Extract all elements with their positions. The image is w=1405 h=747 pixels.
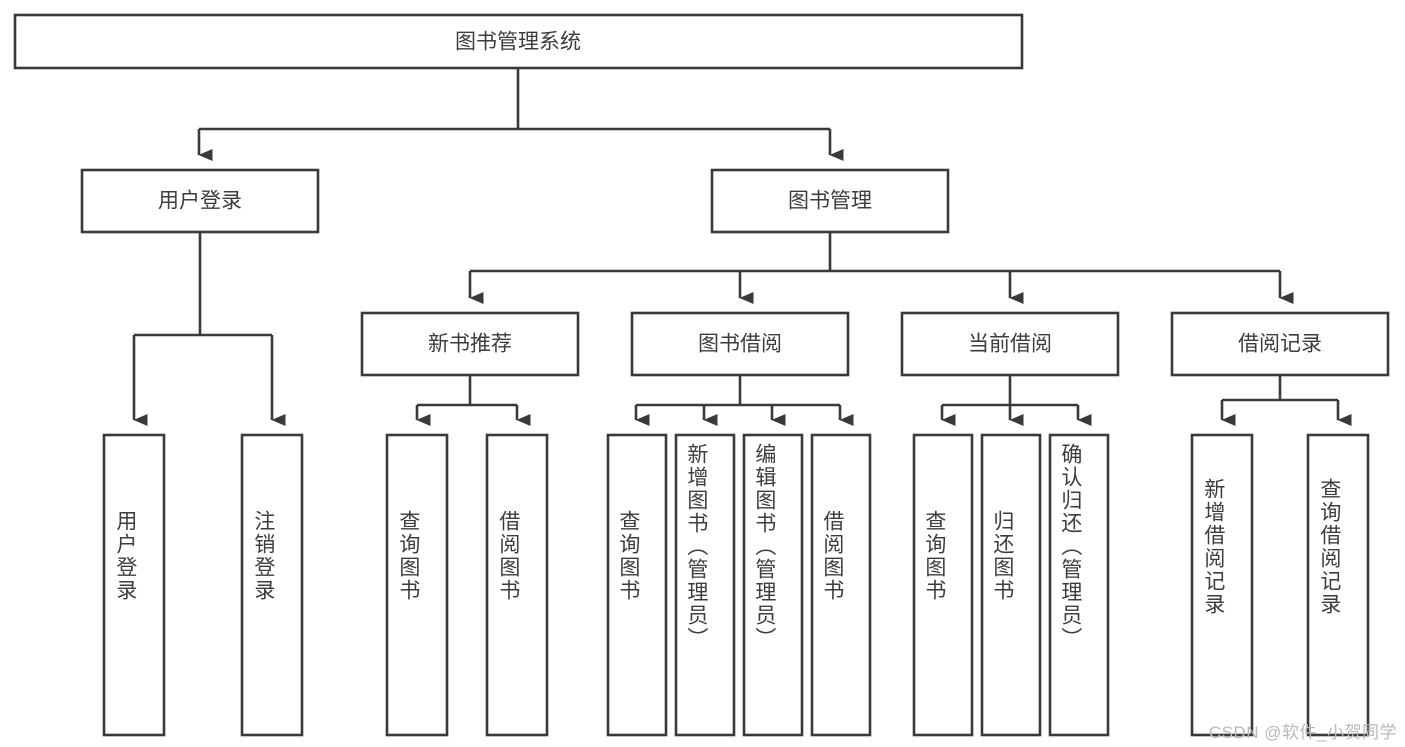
node-current-borrow-label: 当前借阅 [968, 333, 1052, 356]
leaf-query-book-1-box[interactable] [385, 433, 449, 737]
leaf-query-borrow-record-box[interactable] [1306, 433, 1370, 737]
node-borrow-record-label: 借阅记录 [1238, 333, 1322, 356]
leaf-edit-book-admin-box[interactable] [742, 433, 804, 737]
node-root-label: 图书管理系统 [455, 31, 581, 54]
leaf-logout-login-box[interactable] [240, 433, 304, 737]
leaf-add-borrow-record-box[interactable] [1190, 433, 1254, 737]
node-book-borrow-label: 图书借阅 [698, 333, 782, 356]
node-new-book-recommend-label: 新书推荐 [428, 333, 512, 356]
leaf-user-login-box[interactable] [102, 433, 166, 737]
leaf-confirm-return-admin-box[interactable] [1048, 433, 1110, 737]
node-user-login-label: 用户登录 [158, 190, 242, 213]
node-current-borrow-box[interactable] [900, 311, 1120, 377]
leaf-add-book-admin-box[interactable] [674, 433, 736, 737]
node-book-manage-box[interactable] [710, 168, 950, 234]
leaf-query-book-2-box[interactable] [606, 433, 668, 737]
leaf-return-book-box[interactable] [980, 433, 1042, 737]
node-borrow-record-box[interactable] [1170, 311, 1390, 377]
leaf-query-book-3-box[interactable] [912, 433, 974, 737]
node-new-book-recommend-box[interactable] [360, 311, 580, 377]
csdn-watermark: CSDN @软件_小贺同学 [1208, 723, 1397, 742]
leaf-borrow-book-1-box[interactable] [485, 433, 549, 737]
node-book-borrow-box[interactable] [630, 311, 850, 377]
leaf-borrow-book-2-box[interactable] [810, 433, 872, 737]
node-book-manage-label: 图书管理 [788, 190, 872, 213]
node-root-box[interactable] [13, 13, 1024, 70]
